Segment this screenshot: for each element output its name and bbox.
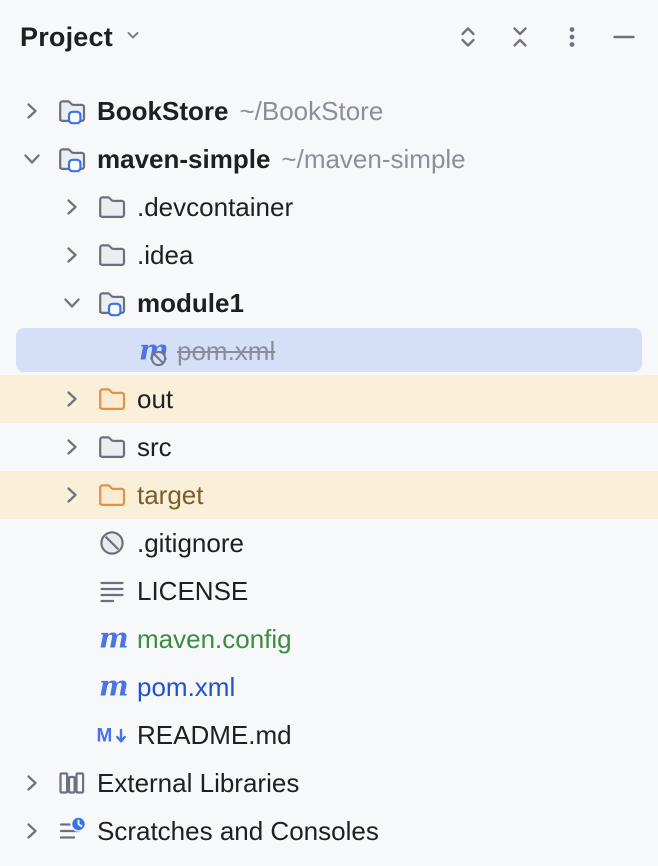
svg-text:M: M bbox=[97, 726, 113, 747]
tree-item-label: External Libraries bbox=[97, 767, 300, 798]
folder-excluded-icon bbox=[96, 383, 128, 415]
tree-item-label: README.md bbox=[137, 719, 292, 750]
tree-row-src[interactable]: src bbox=[0, 423, 658, 471]
svg-text:m: m bbox=[99, 623, 128, 655]
chevron-spacer bbox=[56, 575, 88, 607]
tree-row-bookstore[interactable]: BookStore ~/BookStore bbox=[0, 87, 658, 135]
scratches-icon bbox=[56, 815, 88, 847]
tree-item-label: .gitignore bbox=[137, 527, 244, 558]
chevron-spacer bbox=[56, 719, 88, 751]
collapse-all-icon[interactable] bbox=[504, 21, 536, 53]
chevron-down-icon[interactable] bbox=[56, 287, 88, 319]
tool-window-header: Project bbox=[0, 0, 658, 74]
chevron-right-icon[interactable] bbox=[56, 191, 88, 223]
tree-item-label: target bbox=[137, 479, 204, 510]
selection-highlight bbox=[16, 328, 642, 372]
tree-item-label: module1 bbox=[137, 287, 244, 318]
chevron-spacer bbox=[56, 671, 88, 703]
header-toolbar bbox=[452, 21, 640, 53]
chevron-right-icon[interactable] bbox=[56, 479, 88, 511]
chevron-spacer bbox=[56, 527, 88, 559]
chevron-spacer bbox=[96, 335, 128, 367]
tree-row-maven-simple[interactable]: maven-simple ~/maven-simple bbox=[0, 135, 658, 183]
markdown-icon: M bbox=[96, 719, 128, 751]
chevron-right-icon[interactable] bbox=[56, 431, 88, 463]
ignored-file-icon bbox=[96, 527, 128, 559]
chevron-right-icon[interactable] bbox=[56, 239, 88, 271]
tree-row-module1-pom-xml[interactable]: m pom.xml bbox=[0, 327, 658, 375]
chevron-down-icon[interactable] bbox=[16, 143, 48, 175]
tree-row-pom-xml[interactable]: m pom.xml bbox=[0, 663, 658, 711]
folder-project-icon bbox=[56, 143, 88, 175]
project-path: ~/BookStore bbox=[239, 95, 384, 126]
chevron-right-icon[interactable] bbox=[16, 767, 48, 799]
chevron-right-icon[interactable] bbox=[16, 815, 48, 847]
library-icon bbox=[56, 767, 88, 799]
tree-item-label: pom.xml bbox=[177, 335, 276, 366]
tree-item-label: Scratches and Consoles bbox=[97, 815, 379, 846]
chevron-right-icon[interactable] bbox=[56, 383, 88, 415]
chevron-down-icon bbox=[122, 24, 144, 51]
folder-excluded-icon bbox=[96, 479, 128, 511]
tree-row-target[interactable]: target bbox=[0, 471, 658, 519]
tree-item-label: maven.config bbox=[137, 623, 292, 654]
folder-icon bbox=[96, 431, 128, 463]
tree-item-label: maven-simple bbox=[97, 143, 271, 174]
folder-project-icon bbox=[56, 95, 88, 127]
folder-icon bbox=[96, 191, 128, 223]
tree-row-readme-md[interactable]: M README.md bbox=[0, 711, 658, 759]
chevron-spacer bbox=[56, 623, 88, 655]
chevron-right-icon[interactable] bbox=[16, 95, 48, 127]
more-options-icon[interactable] bbox=[556, 21, 588, 53]
tree-item-label: out bbox=[137, 383, 174, 414]
tree-row-scratches-consoles[interactable]: Scratches and Consoles bbox=[0, 807, 658, 855]
tree-item-label: .devcontainer bbox=[137, 191, 294, 222]
tree-row-maven-config[interactable]: m maven.config bbox=[0, 615, 658, 663]
tree-row-idea[interactable]: .idea bbox=[0, 231, 658, 279]
project-path: ~/maven-simple bbox=[281, 143, 466, 174]
tree-row-external-libraries[interactable]: External Libraries bbox=[0, 759, 658, 807]
tree-row-license[interactable]: LICENSE bbox=[0, 567, 658, 615]
text-file-icon bbox=[96, 575, 128, 607]
folder-module-icon bbox=[96, 287, 128, 319]
hide-tool-window-icon[interactable] bbox=[608, 21, 640, 53]
tree-row-out[interactable]: out bbox=[0, 375, 658, 423]
tree-item-label: .idea bbox=[137, 239, 194, 270]
maven-icon: m bbox=[96, 671, 128, 703]
maven-icon: m bbox=[96, 623, 128, 655]
expand-all-icon[interactable] bbox=[452, 21, 484, 53]
tool-window-title: Project bbox=[20, 21, 113, 52]
tree-item-label: LICENSE bbox=[137, 575, 249, 606]
tree-item-label: src bbox=[137, 431, 172, 462]
tree-row-gitignore[interactable]: .gitignore bbox=[0, 519, 658, 567]
tree-row-devcontainer[interactable]: .devcontainer bbox=[0, 183, 658, 231]
folder-icon bbox=[96, 239, 128, 271]
project-view-selector[interactable]: Project bbox=[20, 22, 144, 53]
tree-item-label: BookStore bbox=[97, 95, 229, 126]
maven-ignored-icon: m bbox=[136, 335, 168, 367]
tree-item-label: pom.xml bbox=[137, 671, 236, 702]
project-tree: BookStore ~/BookStore maven-simple ~/maven-… bbox=[0, 74, 658, 855]
tree-row-module1[interactable]: module1 bbox=[0, 279, 658, 327]
svg-text:m: m bbox=[99, 671, 128, 703]
